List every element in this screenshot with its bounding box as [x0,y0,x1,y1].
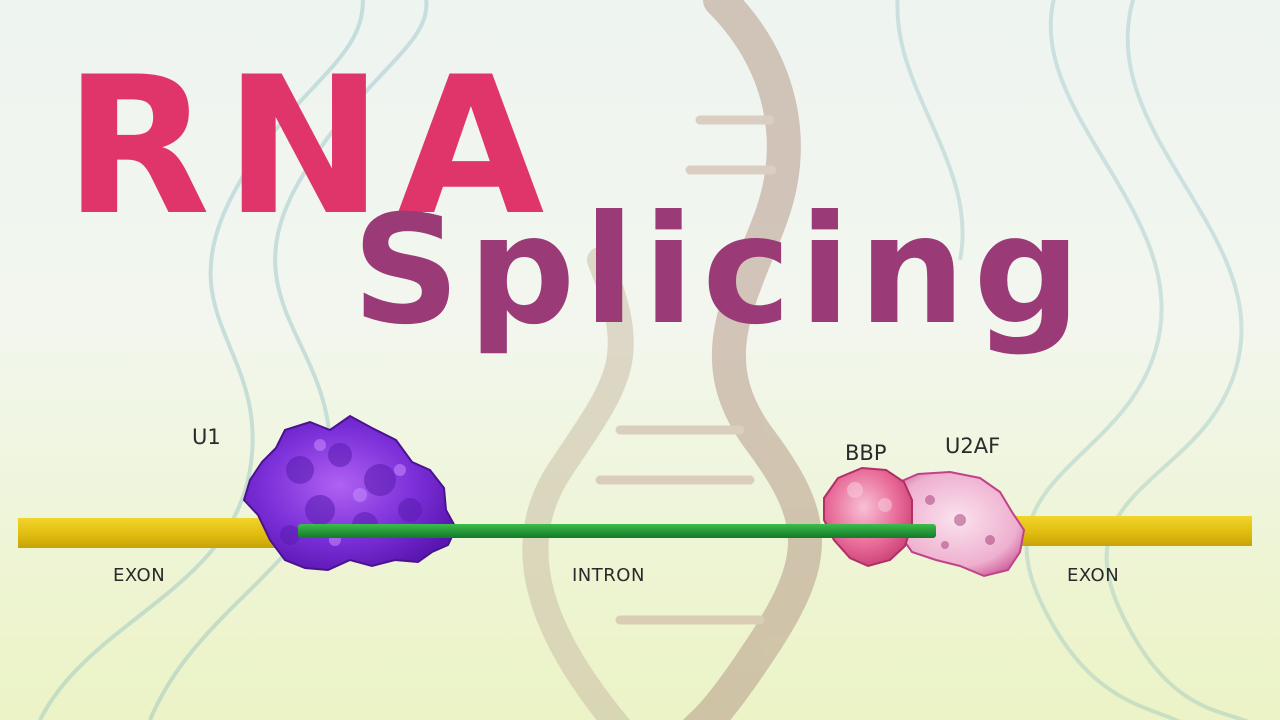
bbp-protein [823,466,913,568]
background-helix-right [895,0,1250,720]
title-splicing: Splicing [352,184,1089,358]
u1-protein [242,414,458,572]
dna-helix [522,0,822,720]
title-rna: RNA [64,36,559,257]
label-exon-right: EXON [1067,565,1120,586]
intron-strand [298,524,936,538]
label-bbp: BBP [845,441,887,465]
label-intron: INTRON [572,565,645,586]
background-helix-left [38,0,429,720]
exon-left [18,518,300,548]
label-u2af: U2AF [945,434,1001,458]
label-u1: U1 [192,425,221,449]
label-exon-left: EXON [113,565,166,586]
u2af-protein [888,470,1026,578]
